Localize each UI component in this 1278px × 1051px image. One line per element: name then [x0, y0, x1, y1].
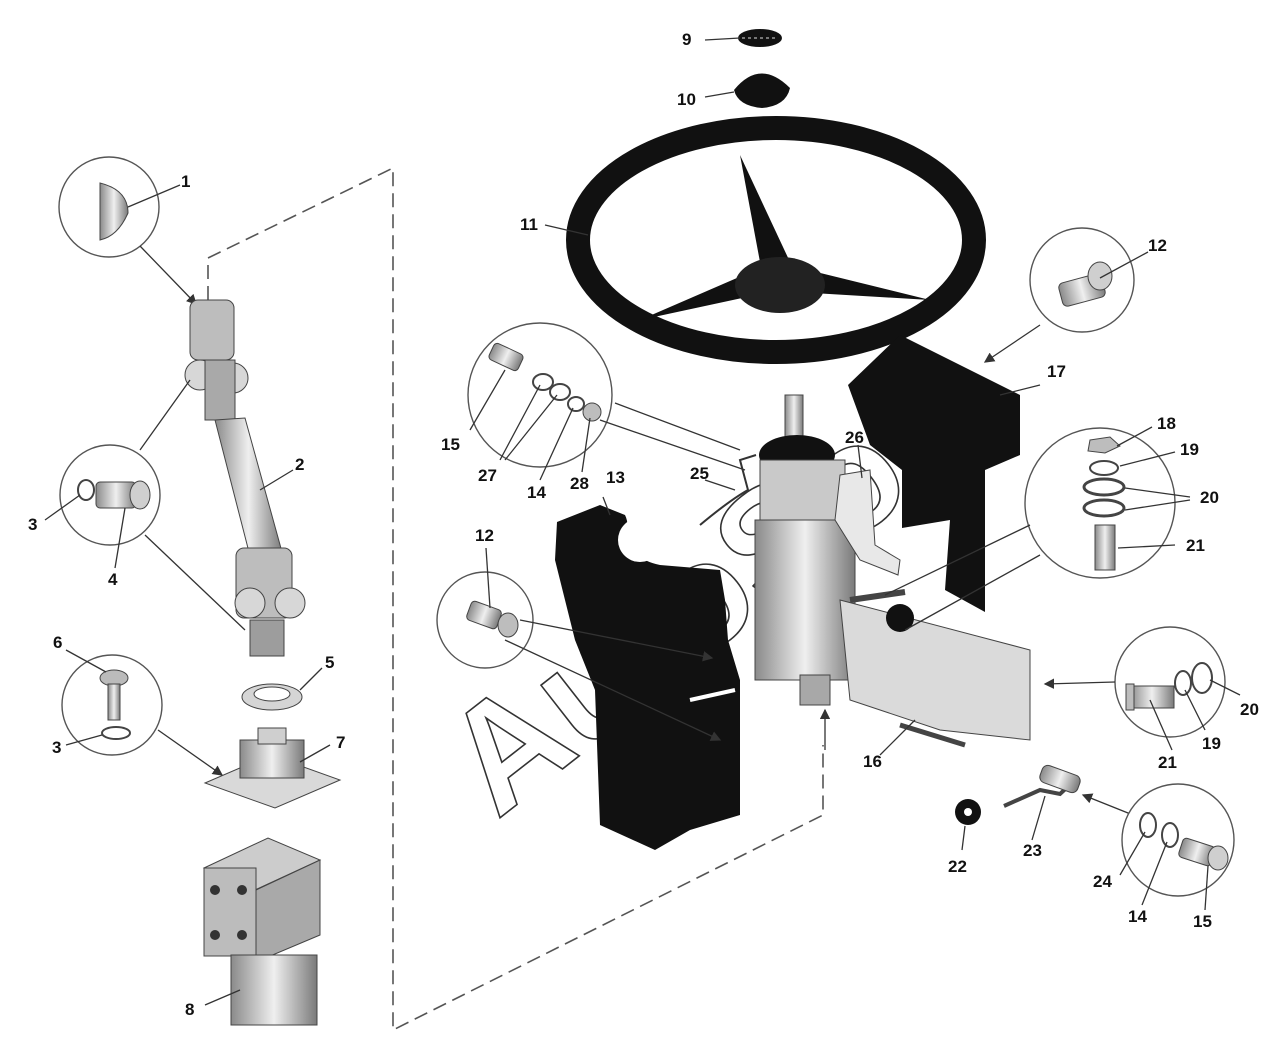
- steering-wheel-part-11: [544, 116, 986, 364]
- cover-panel-part-13: [555, 496, 740, 850]
- callout-numbers: 1 2 3 4 5 6 3 7 8 9 10 11 12 17 15 27 14…: [28, 30, 1259, 1019]
- callout-5: 5: [325, 653, 334, 672]
- bracket-part-26: [834, 444, 901, 576]
- nut-part-22: [955, 799, 981, 851]
- wire-part-25: [699, 454, 757, 526]
- detail-circle-part-12-left: [436, 547, 722, 741]
- callout-4: 4: [108, 570, 118, 589]
- callout-7: 7: [336, 733, 345, 752]
- assembly-guide-lines: [207, 166, 824, 1032]
- callout-10: 10: [677, 90, 696, 109]
- callout-12-left: 12: [475, 526, 494, 545]
- callout-28: 28: [570, 474, 589, 493]
- detail-circle-parts-19-21: [1043, 626, 1241, 751]
- cover-part-10: [704, 73, 790, 108]
- callout-25: 25: [690, 464, 709, 483]
- callout-6: 6: [53, 633, 62, 652]
- callout-15-right: 15: [1193, 912, 1212, 931]
- callout-12-right: 12: [1148, 236, 1167, 255]
- detail-circle-parts-18-21: [884, 426, 1191, 631]
- ring-part-5: [241, 667, 323, 711]
- cap-part-9: [704, 29, 782, 47]
- callout-11: 11: [520, 215, 538, 234]
- callout-1: 1: [181, 172, 190, 191]
- callout-15-left: 15: [441, 435, 460, 454]
- detail-circle-part-12-right: [1029, 227, 1149, 333]
- callout-3-lower: 3: [52, 738, 61, 757]
- callout-22: 22: [948, 857, 967, 876]
- steering-column-housing: [754, 394, 1031, 750]
- detail-circle-parts-14-15-24: [1119, 783, 1235, 911]
- flange-part-7: [203, 727, 342, 809]
- callout-3-upper: 3: [28, 515, 37, 534]
- cardan-shaft: [184, 299, 306, 657]
- callout-9: 9: [682, 30, 691, 49]
- callout-27: 27: [478, 466, 497, 485]
- callout-16: 16: [863, 752, 882, 771]
- detail-circle-parts-14-15-27-28: [467, 322, 746, 481]
- detail-circle-parts-3-4: [44, 379, 246, 631]
- callout-21-upper: 21: [1186, 536, 1205, 555]
- callout-14-right: 14: [1128, 907, 1147, 926]
- callout-18: 18: [1157, 414, 1176, 433]
- lever-part-23: [1003, 764, 1134, 841]
- callout-14-left: 14: [527, 483, 546, 502]
- callout-17: 17: [1047, 362, 1066, 381]
- callout-26: 26: [845, 428, 864, 447]
- callout-23: 23: [1023, 841, 1042, 860]
- callout-21-lower: 21: [1158, 753, 1177, 772]
- callout-20-lower: 20: [1240, 700, 1259, 719]
- callout-20-upper: 20: [1200, 488, 1219, 507]
- hydraulic-pump-part-8: [202, 837, 322, 1026]
- callout-8: 8: [185, 1000, 194, 1019]
- callout-19-lower: 19: [1202, 734, 1221, 753]
- callout-13: 13: [606, 468, 625, 487]
- detail-circle-part-1: [58, 156, 197, 305]
- callout-24: 24: [1093, 872, 1112, 891]
- detail-circle-parts-3-6: [61, 649, 224, 776]
- cover-panel-part-17: [848, 324, 1041, 612]
- callout-2: 2: [295, 455, 304, 474]
- callout-19-upper: 19: [1180, 440, 1199, 459]
